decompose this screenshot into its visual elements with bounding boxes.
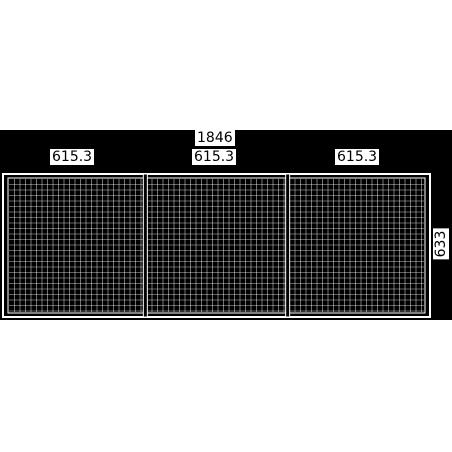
total-width-label: 1846 (195, 130, 235, 146)
inner-frame (7, 177, 426, 314)
panel-width-label-3: 615.3 (335, 149, 380, 165)
height-label: 633 (433, 228, 449, 260)
panel-width-label-2: 615.3 (192, 149, 237, 165)
panel-divider (285, 173, 291, 318)
panel-divider (142, 173, 148, 318)
panel-drawing (2, 173, 431, 318)
outer-frame (2, 173, 431, 318)
panel-dividers (142, 173, 291, 318)
panel-width-label-1: 615.3 (50, 149, 95, 165)
mesh-grid (9, 179, 424, 312)
